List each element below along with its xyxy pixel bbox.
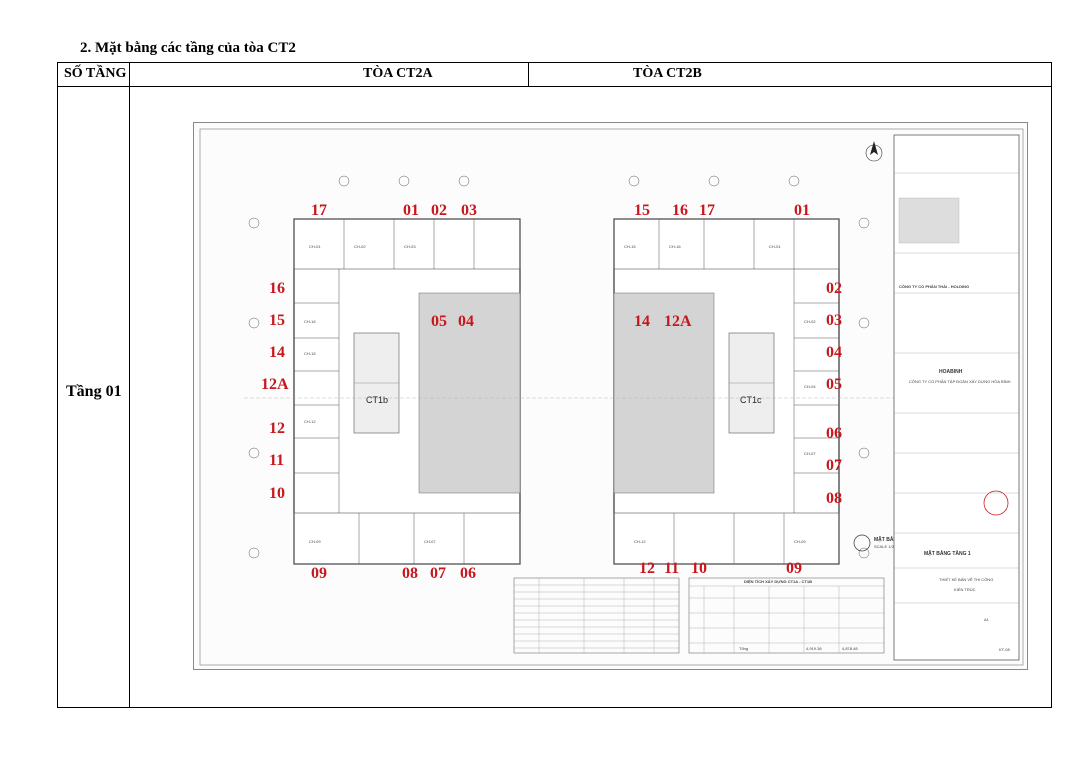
unit-label: 15 (634, 202, 650, 219)
area-table-title: DIỆN TÍCH XÂY DỰNG CT1A - CT1B (744, 579, 812, 584)
svg-text:CH-09: CH-09 (309, 539, 321, 544)
unit-label: 17 (311, 202, 327, 219)
unit-label: 12A (261, 376, 289, 393)
header-tower-b: TÒA CT2B (633, 66, 702, 81)
company-stamp (983, 490, 1009, 516)
area-summary-table: DIỆN TÍCH XÂY DỰNG CT1A - CT1B Tổng 4,91… (688, 577, 885, 654)
unit-label: 14 (269, 344, 285, 361)
unit-label: 11 (269, 452, 284, 469)
unit-label: 08 (402, 565, 418, 582)
tower-b-plan: CT1c CH-15 CH-16 CH-01 CH-02 CH-04 CH-07… (613, 218, 840, 565)
floor-label: Tầng 01 (66, 383, 122, 400)
site-plan-thumbnail (898, 197, 960, 244)
svg-text:CH-04: CH-04 (804, 384, 816, 389)
sheet-number: KT-08 (999, 647, 1010, 652)
floor-plan-table: SỐ TẦNG TÒA CT2A TÒA CT2B Tầng 01 (57, 62, 1052, 708)
unit-label: 03 (461, 202, 477, 219)
floor-plan-drawing: CT1b CH-01 CH-02 CH-03 CH-16 CH-15 CH-12… (193, 122, 1028, 670)
svg-text:CH-02: CH-02 (354, 244, 366, 249)
sheet-title: MẶT BẰNG TẦNG 1 (924, 549, 971, 557)
unit-label: 10 (691, 560, 707, 577)
company-name: CÔNG TY CỔ PHẦN THÁI - HOLDING (899, 284, 969, 289)
unit-label: 06 (826, 425, 842, 442)
unit-area-table (513, 577, 680, 654)
svg-text:CH-07: CH-07 (804, 451, 816, 456)
unit-label: 07 (430, 565, 446, 582)
unit-label: 02 (431, 202, 447, 219)
area-total-1: 4,919.38 (806, 646, 822, 651)
phase: THIẾT KẾ BẢN VẼ THI CÔNG (939, 577, 993, 582)
unit-label: 07 (826, 457, 842, 474)
svg-text:CH-15: CH-15 (624, 244, 636, 249)
header-tower-a: TÒA CT2A (363, 66, 433, 81)
tower-a-core-label: CT1b (366, 395, 388, 405)
tower-a-unit-numbers: 17 01 02 03 16 15 14 12A 12 11 10 05 04 … (261, 202, 477, 582)
svg-text:CH-15: CH-15 (304, 351, 316, 356)
unit-label: 16 (672, 202, 688, 219)
floor-plan-svg: CT1b CH-01 CH-02 CH-03 CH-16 CH-15 CH-12… (199, 128, 1024, 666)
svg-text:CH-16: CH-16 (669, 244, 681, 249)
tower-b-unit-numbers: 15 16 17 01 02 03 04 05 06 07 08 14 12A … (634, 202, 842, 577)
title-block: CÔNG TY CỔ PHẦN THÁI - HOLDING HOABINH C… (893, 134, 1020, 661)
svg-text:CH-09: CH-09 (794, 539, 806, 544)
sheet-size: A1 (984, 617, 990, 622)
unit-label: 14 (634, 313, 650, 330)
header-floor: SỐ TẦNG (64, 66, 127, 81)
svg-text:CH-03: CH-03 (404, 244, 416, 249)
unit-label: 12 (269, 420, 285, 437)
unit-label: 10 (269, 485, 285, 502)
unit-label: 02 (826, 280, 842, 297)
unit-label: 16 (269, 280, 285, 297)
unit-label: 04 (826, 344, 842, 361)
area-total-2: 4,878.48 (842, 646, 858, 651)
svg-text:CH-07: CH-07 (424, 539, 436, 544)
header-divider (528, 63, 529, 87)
column-divider (129, 63, 130, 707)
unit-label: 03 (826, 312, 842, 329)
unit-label: 01 (403, 202, 419, 219)
unit-label: 11 (664, 560, 679, 577)
consultant-name: CÔNG TY CỔ PHẦN TẬP ĐOÀN XÂY DỰNG HÒA BÌ… (909, 379, 1011, 384)
consultant-logo: HOABINH (939, 369, 963, 375)
unit-label: 12 (639, 560, 655, 577)
unit-label: 01 (794, 202, 810, 219)
unit-label: 09 (311, 565, 327, 582)
unit-label: 05 (826, 376, 842, 393)
svg-text:CH-16: CH-16 (304, 319, 316, 324)
unit-label: 04 (458, 313, 474, 330)
unit-label: 09 (786, 560, 802, 577)
svg-text:CH-02: CH-02 (804, 319, 816, 324)
svg-text:CH-12: CH-12 (634, 539, 646, 544)
north-arrow-icon (865, 141, 883, 162)
discipline: KIẾN TRÚC (954, 587, 976, 592)
svg-text:CH-01: CH-01 (769, 244, 781, 249)
tower-b-core-label: CT1c (740, 395, 762, 405)
tower-a-plan: CT1b CH-01 CH-02 CH-03 CH-16 CH-15 CH-12… (293, 218, 521, 565)
unit-label: 17 (699, 202, 715, 219)
unit-label: 08 (826, 490, 842, 507)
table-header-row: SỐ TẦNG TÒA CT2A TÒA CT2B (58, 63, 1051, 87)
drawing-scale: SCALE 1/200 (874, 544, 899, 549)
unit-label: 06 (460, 565, 476, 582)
svg-text:CH-01: CH-01 (309, 244, 321, 249)
unit-label: 12A (664, 313, 692, 330)
area-total-label: Tổng (739, 646, 748, 651)
section-heading: 2. Mặt bằng các tầng của tòa CT2 (80, 40, 296, 56)
unit-label: 15 (269, 312, 285, 329)
svg-text:CH-12: CH-12 (304, 419, 316, 424)
unit-label: 05 (431, 313, 447, 330)
